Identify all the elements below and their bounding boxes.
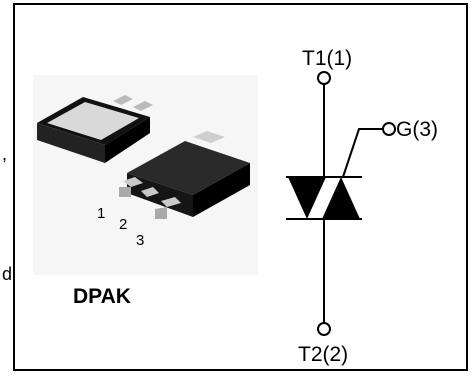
gate-lead — [342, 128, 383, 178]
triac-triangle-right — [322, 177, 360, 219]
terminal-gate-label: G(3) — [396, 118, 438, 141]
terminal-t1-label: T1(1) — [302, 47, 352, 70]
triac-symbol — [286, 71, 396, 336]
package-tab — [193, 131, 225, 143]
lead-1 — [123, 177, 143, 187]
component-figure-frame: 1 2 3 DPAK T1(1) G(3) T2(2) — [13, 3, 468, 371]
pin-label-1: 1 — [97, 205, 105, 222]
edge-text-fragment-1: , — [2, 144, 8, 164]
terminal-t2-label: T2(2) — [298, 343, 348, 366]
package-body — [127, 141, 250, 195]
edge-text-fragment-2: d — [2, 264, 13, 284]
front-package — [119, 131, 250, 219]
pin-label-2: 2 — [119, 216, 127, 233]
lead-3 — [161, 197, 181, 207]
component-figure: 1 2 3 DPAK T1(1) G(3) T2(2) — [33, 47, 438, 366]
package-name: DPAK — [73, 285, 131, 308]
terminal-gate-circle — [382, 122, 396, 136]
triac-triangle-left — [288, 177, 326, 219]
terminal-t2-circle — [317, 322, 331, 336]
rear-package — [37, 95, 153, 163]
pin-label-3: 3 — [136, 232, 144, 249]
terminal-t1-circle — [317, 71, 331, 85]
lead-2 — [141, 187, 159, 197]
